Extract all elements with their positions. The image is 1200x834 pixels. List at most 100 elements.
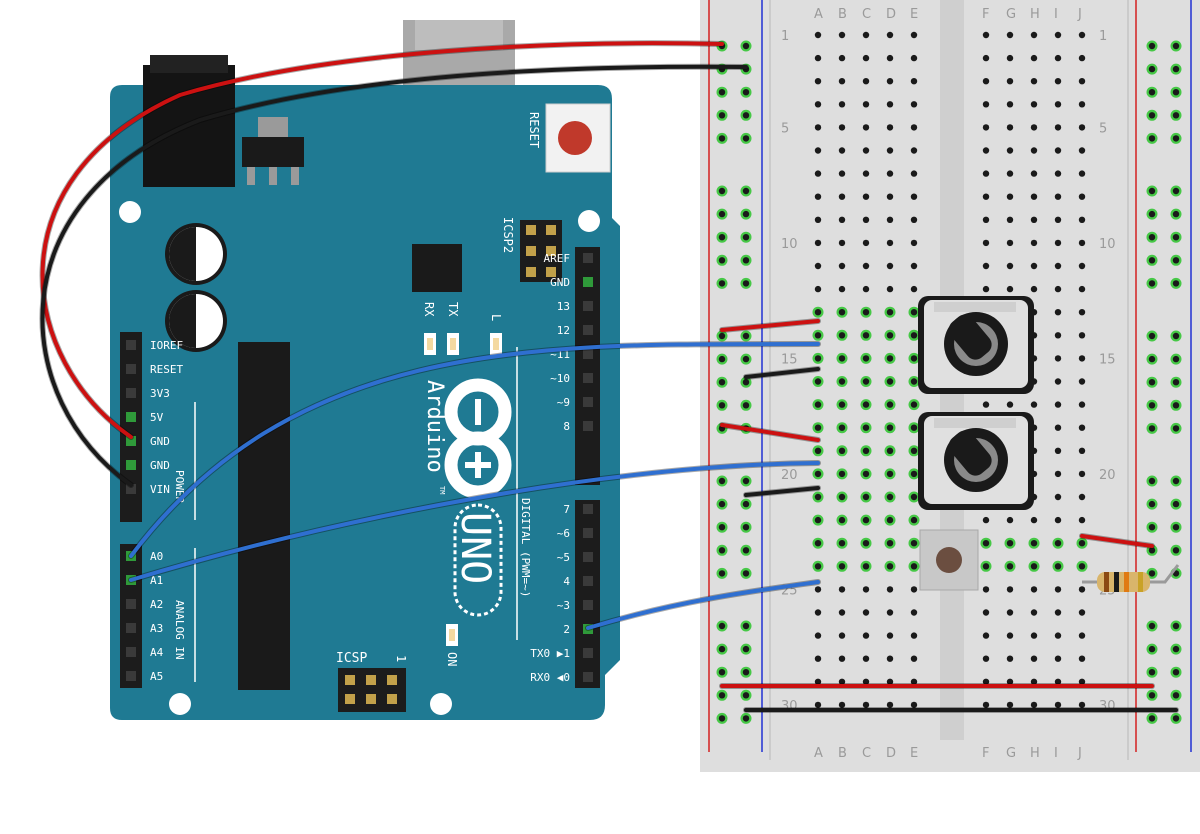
- digital-pin-12[interactable]: 12: [557, 324, 593, 337]
- potentiometer-2[interactable]: [918, 412, 1034, 510]
- power-pin-reset[interactable]: RESET: [126, 363, 183, 376]
- digital-pin-13[interactable]: 13: [557, 300, 593, 313]
- analog-pin-a5[interactable]: A5: [126, 670, 163, 683]
- wire-pot2-vcc[interactable]: [719, 422, 821, 443]
- resistor-band: [1124, 572, 1129, 592]
- pushbutton[interactable]: [919, 529, 979, 591]
- breadboard-hole: [814, 31, 822, 39]
- rail-hole: [716, 544, 728, 556]
- rail-hole: [1170, 231, 1182, 243]
- rail-hole: [1170, 475, 1182, 487]
- digital-pin-gnd[interactable]: GND: [550, 276, 593, 289]
- breadboard-hole: [1006, 31, 1014, 39]
- breadboard-hole: [814, 124, 822, 131]
- digital-pin-3[interactable]: ~3: [557, 599, 593, 612]
- rail-hole: [740, 185, 752, 197]
- icsp-header: [338, 668, 406, 712]
- analog-pin-a4[interactable]: A4: [126, 646, 164, 659]
- rail-hole: [1170, 521, 1182, 533]
- breadboard-hole: [838, 655, 846, 662]
- rail-hole: [716, 353, 728, 365]
- breadboard-hole: [1006, 262, 1014, 270]
- breadboard-hole: [884, 514, 896, 526]
- breadboard-hole: [838, 54, 846, 62]
- mounting-hole: [578, 210, 600, 232]
- digital-header-label: DIGITAL (PWM=~): [519, 498, 532, 597]
- analog-pin-a3[interactable]: A3: [126, 622, 163, 635]
- rail-hole: [1146, 498, 1158, 510]
- breadboard-hole: [862, 285, 870, 293]
- wire-pot1-gnd[interactable]: [743, 366, 821, 380]
- breadboard-hole: [812, 399, 824, 411]
- rail-hole: [716, 620, 728, 632]
- arduino-logo: [444, 378, 512, 499]
- breadboard-hole: [982, 54, 990, 62]
- power-pin-ioref[interactable]: IOREF: [126, 339, 183, 352]
- digital-pin-4[interactable]: 4: [563, 575, 593, 588]
- breadboard-hole: [1028, 537, 1040, 549]
- digital-pin-9[interactable]: ~9: [557, 396, 593, 409]
- breadboard-hole: [860, 329, 872, 341]
- potentiometer-1[interactable]: [918, 296, 1034, 394]
- breadboard-hole: [860, 468, 872, 480]
- breadboard-hole: [910, 193, 918, 200]
- power-pin-3v3[interactable]: 3V3: [126, 387, 170, 400]
- pin-label: A0: [150, 550, 163, 563]
- rail-hole: [1170, 330, 1182, 342]
- power-pin-vin[interactable]: VIN: [126, 483, 170, 496]
- arduino-uno-board: RESET ICSP2 ICSP 1 RX TX L: [110, 20, 620, 720]
- breadboard-hole: [812, 422, 824, 434]
- wire-a0-to-pot1[interactable]: [128, 341, 821, 559]
- breadboard-hole: [908, 537, 920, 549]
- capacitor-1: [165, 223, 227, 285]
- wire-d2-to-button[interactable]: [585, 579, 821, 631]
- reset-button[interactable]: [545, 103, 611, 173]
- wire-pot2-gnd[interactable]: [743, 485, 821, 498]
- breadboard-hole: [1054, 447, 1062, 454]
- digital-pin-8[interactable]: 8: [563, 420, 593, 433]
- power-pin-5v[interactable]: 5V: [126, 411, 164, 424]
- breadboard-hole: [814, 239, 822, 247]
- analog-pin-a2[interactable]: A2: [126, 598, 163, 611]
- wire-gnd-to-rail[interactable]: [39, 63, 749, 488]
- breadboard-hole: [1030, 31, 1038, 39]
- rail-hole: [740, 712, 752, 724]
- rail-hole: [716, 712, 728, 724]
- column-letter: E: [910, 7, 918, 22]
- pin-label: 2: [563, 623, 570, 636]
- digital-pin-5[interactable]: ~5: [557, 551, 593, 564]
- breadboard-hole: [1030, 401, 1038, 408]
- breadboard-hole: [1030, 193, 1038, 200]
- breadboard-hole: [1054, 54, 1062, 62]
- breadboard-hole: [1054, 516, 1062, 524]
- breadboard-hole: [862, 147, 870, 154]
- breadboard-hole: [812, 376, 824, 387]
- wire-button-vcc[interactable]: [1079, 533, 1155, 549]
- rail-hole: [1170, 40, 1182, 52]
- power-pin-gnd[interactable]: GND: [126, 435, 170, 448]
- breadboard-hole: [1006, 632, 1014, 639]
- digital-pin-6[interactable]: ~6: [557, 527, 593, 540]
- wire-a1-to-pot2[interactable]: [128, 460, 821, 583]
- breadboard-hole: [884, 422, 896, 434]
- breadboard-hole: [884, 468, 896, 480]
- breadboard-hole: [1030, 632, 1038, 639]
- digital-pin-7[interactable]: 7: [563, 503, 593, 516]
- digital-pin-tx01[interactable]: TX0 ▶1: [530, 647, 593, 660]
- digital-pin-10[interactable]: ~10: [550, 372, 593, 385]
- digital-pin-rx00[interactable]: RX0 ◀0: [530, 671, 593, 684]
- rail-hole: [1170, 399, 1182, 411]
- breadboard-hole: [1078, 355, 1086, 362]
- power-pin-gnd[interactable]: GND: [126, 459, 170, 472]
- rail-hole: [1146, 666, 1158, 678]
- digital-pin-aref[interactable]: AREF: [544, 252, 594, 265]
- breadboard-hole: [812, 491, 824, 503]
- wire-5v-to-rail[interactable]: [39, 40, 725, 440]
- breadboard-hole: [1006, 193, 1014, 200]
- breadboard-hole: [886, 285, 894, 293]
- pin-label: GND: [550, 276, 570, 289]
- wire-pot1-vcc[interactable]: [719, 318, 821, 333]
- breadboard-hole: [886, 609, 894, 616]
- breadboard-hole: [836, 537, 848, 549]
- column-letter: I: [1054, 746, 1058, 761]
